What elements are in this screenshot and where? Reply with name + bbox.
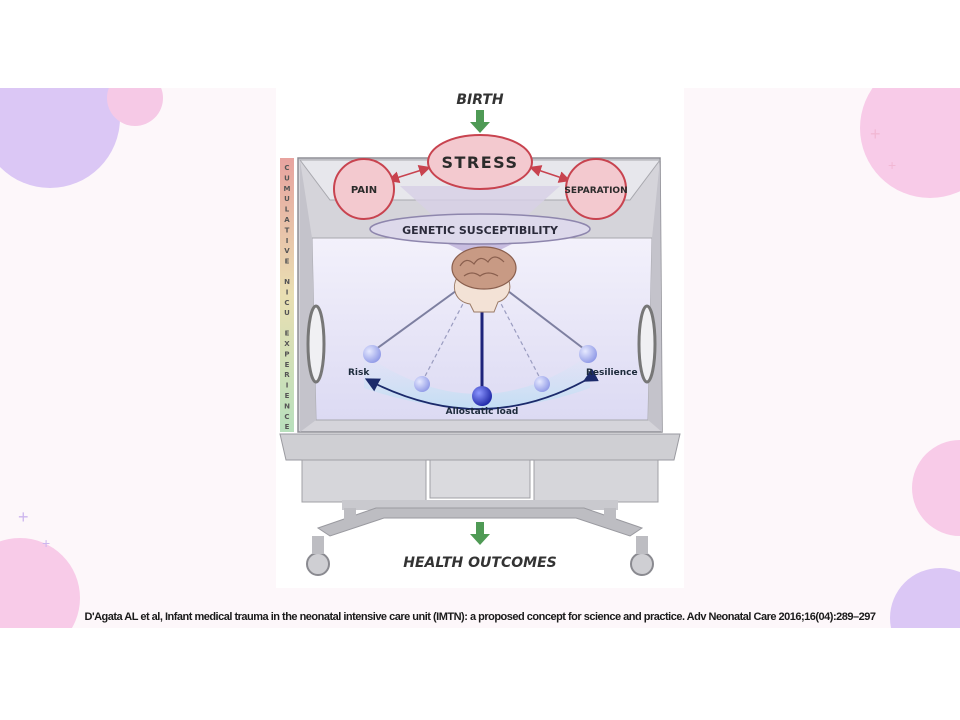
- stress-separation-arrow: [529, 165, 571, 183]
- side-letter: N: [284, 402, 290, 410]
- side-letter: U: [284, 195, 290, 203]
- pendulum-ball: [579, 345, 597, 363]
- genetic-label: GENETIC SUSCEPTIBILITY: [402, 224, 559, 237]
- side-letter: I: [286, 288, 289, 296]
- separation-label: SEPARATION: [564, 186, 627, 196]
- separation-circle: [565, 158, 627, 220]
- decor-blob: [860, 88, 960, 198]
- citation: D'Agata AL et al, Infant medical trauma …: [84, 611, 876, 623]
- pain-circle: [333, 158, 395, 220]
- resilience-label: Resilience: [586, 368, 638, 378]
- wheel: [306, 552, 330, 576]
- pendulum-string: [371, 287, 461, 353]
- base-legs: [316, 507, 644, 537]
- side-letter: U: [284, 309, 290, 317]
- pendulum-string: [421, 297, 467, 383]
- side-letter: P: [284, 350, 289, 358]
- decor-blob: [107, 88, 163, 126]
- infant-brain-icon: [451, 246, 517, 313]
- health-outcomes-label: HEALTH OUTCOMES: [403, 555, 556, 571]
- base-post: [604, 508, 616, 524]
- drawer-middle: [429, 459, 531, 499]
- side-letter: E: [285, 330, 290, 338]
- porthole-left: [306, 304, 326, 384]
- side-letter: E: [285, 361, 290, 369]
- side-letter: E: [285, 392, 290, 400]
- allostatic-arc: [364, 368, 599, 410]
- pendulum-string: [503, 287, 589, 353]
- side-letter: T: [285, 226, 290, 234]
- drawer-right: [533, 459, 659, 503]
- pain-stress-arrow: [387, 164, 431, 184]
- stress-funnel: [400, 186, 560, 222]
- decor-blob: [912, 440, 960, 536]
- side-letter: U: [284, 174, 290, 182]
- side-letter: R: [284, 371, 290, 379]
- stress-ellipse: [427, 134, 533, 190]
- decor-blob: [890, 568, 960, 628]
- decor-blob: [0, 538, 80, 628]
- porthole-right: [637, 304, 657, 384]
- decor-blob: [0, 88, 120, 188]
- side-letter: C: [284, 164, 289, 172]
- birth-arrow-icon: [470, 110, 490, 133]
- side-letter: L: [285, 206, 290, 214]
- wheel-post: [312, 536, 324, 554]
- plus-icon: +: [18, 507, 29, 527]
- arc-glow: [364, 354, 590, 408]
- plus-icon: +: [870, 124, 881, 144]
- drawer-left: [301, 459, 427, 503]
- side-letter: A: [284, 216, 290, 224]
- side-letter: I: [286, 382, 289, 390]
- wheel: [630, 552, 654, 576]
- side-letter: X: [284, 340, 290, 348]
- pendulum-ball-center: [472, 386, 492, 406]
- side-letter: M: [284, 185, 291, 193]
- cumulative-bar: [280, 158, 294, 432]
- allostatic-label: Allostatic load: [446, 407, 519, 417]
- outcomes-arrow-icon: [470, 522, 490, 545]
- genetic-ellipse: [369, 213, 591, 245]
- pendulum-string: [497, 297, 543, 383]
- side-letter: E: [285, 258, 290, 266]
- base-post: [344, 508, 356, 524]
- side-letter: I: [286, 237, 289, 245]
- base-frame: [342, 500, 618, 510]
- pendulum-ball: [414, 376, 430, 392]
- side-letter: N: [284, 278, 290, 286]
- wheel-post: [636, 536, 648, 554]
- pendulum-ball: [363, 345, 381, 363]
- birth-label: BIRTH: [456, 92, 504, 108]
- pendulum-ball: [534, 376, 550, 392]
- plus-icon: +: [888, 157, 896, 173]
- side-letter: V: [284, 247, 290, 255]
- incubator-tray: [279, 433, 681, 461]
- side-letter: C: [284, 413, 289, 421]
- side-letter: E: [285, 423, 290, 431]
- stress-label: STRESS: [441, 153, 518, 172]
- risk-label: Risk: [348, 368, 370, 378]
- plus-icon: +: [42, 535, 50, 551]
- side-letter: C: [284, 299, 289, 307]
- pain-label: PAIN: [351, 185, 377, 196]
